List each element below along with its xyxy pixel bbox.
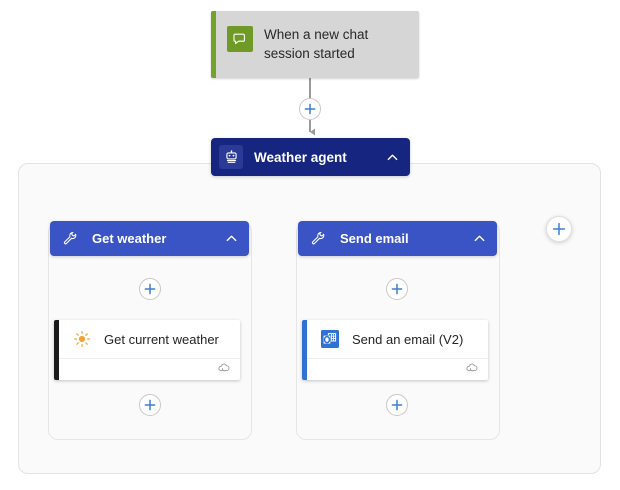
agent-label: Weather agent bbox=[254, 149, 347, 165]
plus-icon bbox=[144, 399, 156, 411]
plus-icon bbox=[144, 283, 156, 295]
wrench-icon bbox=[307, 228, 329, 250]
action-accent-bar bbox=[302, 320, 307, 380]
sun-icon bbox=[71, 328, 93, 350]
connector-cloud-icon bbox=[465, 360, 479, 378]
chevron-up-icon[interactable] bbox=[222, 230, 240, 248]
action-title: Send an email (V2) bbox=[352, 331, 464, 347]
action-body: Send an email (V2) bbox=[307, 320, 488, 380]
action-header: Get current weather bbox=[59, 320, 240, 359]
action-body: Get current weather bbox=[59, 320, 240, 380]
add-step-in-send-email-button[interactable] bbox=[386, 278, 408, 300]
agent-node-weather-agent[interactable]: Weather agent bbox=[211, 138, 410, 176]
plus-icon bbox=[552, 222, 566, 236]
trigger-card[interactable]: When a new chat session started bbox=[211, 11, 419, 78]
outlook-icon bbox=[319, 328, 341, 350]
tool-label: Get weather bbox=[92, 231, 167, 246]
plus-icon bbox=[304, 103, 316, 115]
action-title: Get current weather bbox=[104, 331, 219, 347]
robot-icon bbox=[219, 145, 243, 169]
trigger-accent-bar bbox=[211, 11, 216, 78]
tool-label: Send email bbox=[340, 231, 409, 246]
add-step-in-get-weather-button[interactable] bbox=[139, 278, 161, 300]
trigger-content: When a new chat session started bbox=[216, 11, 409, 63]
plus-icon bbox=[391, 399, 403, 411]
tool-node-get-weather[interactable]: Get weather bbox=[50, 221, 249, 256]
add-tool-button[interactable] bbox=[546, 216, 572, 242]
chevron-up-icon[interactable] bbox=[383, 148, 401, 166]
action-accent-bar bbox=[54, 320, 59, 380]
connector-cloud-icon bbox=[217, 360, 231, 378]
action-header: Send an email (V2) bbox=[307, 320, 488, 359]
chevron-up-icon[interactable] bbox=[470, 230, 488, 248]
add-step-after-send-an-email-button[interactable] bbox=[386, 394, 408, 416]
chat-bubble-icon bbox=[227, 26, 253, 52]
wrench-icon bbox=[59, 228, 81, 250]
add-step-after-get-current-weather-button[interactable] bbox=[139, 394, 161, 416]
trigger-title: When a new chat session started bbox=[264, 27, 369, 61]
action-footer bbox=[59, 359, 240, 379]
action-card-send-an-email[interactable]: Send an email (V2) bbox=[302, 320, 488, 380]
action-card-get-current-weather[interactable]: Get current weather bbox=[54, 320, 240, 380]
action-footer bbox=[307, 359, 488, 379]
plus-icon bbox=[391, 283, 403, 295]
tool-node-send-email[interactable]: Send email bbox=[298, 221, 497, 256]
add-step-after-trigger-button[interactable] bbox=[299, 98, 321, 120]
